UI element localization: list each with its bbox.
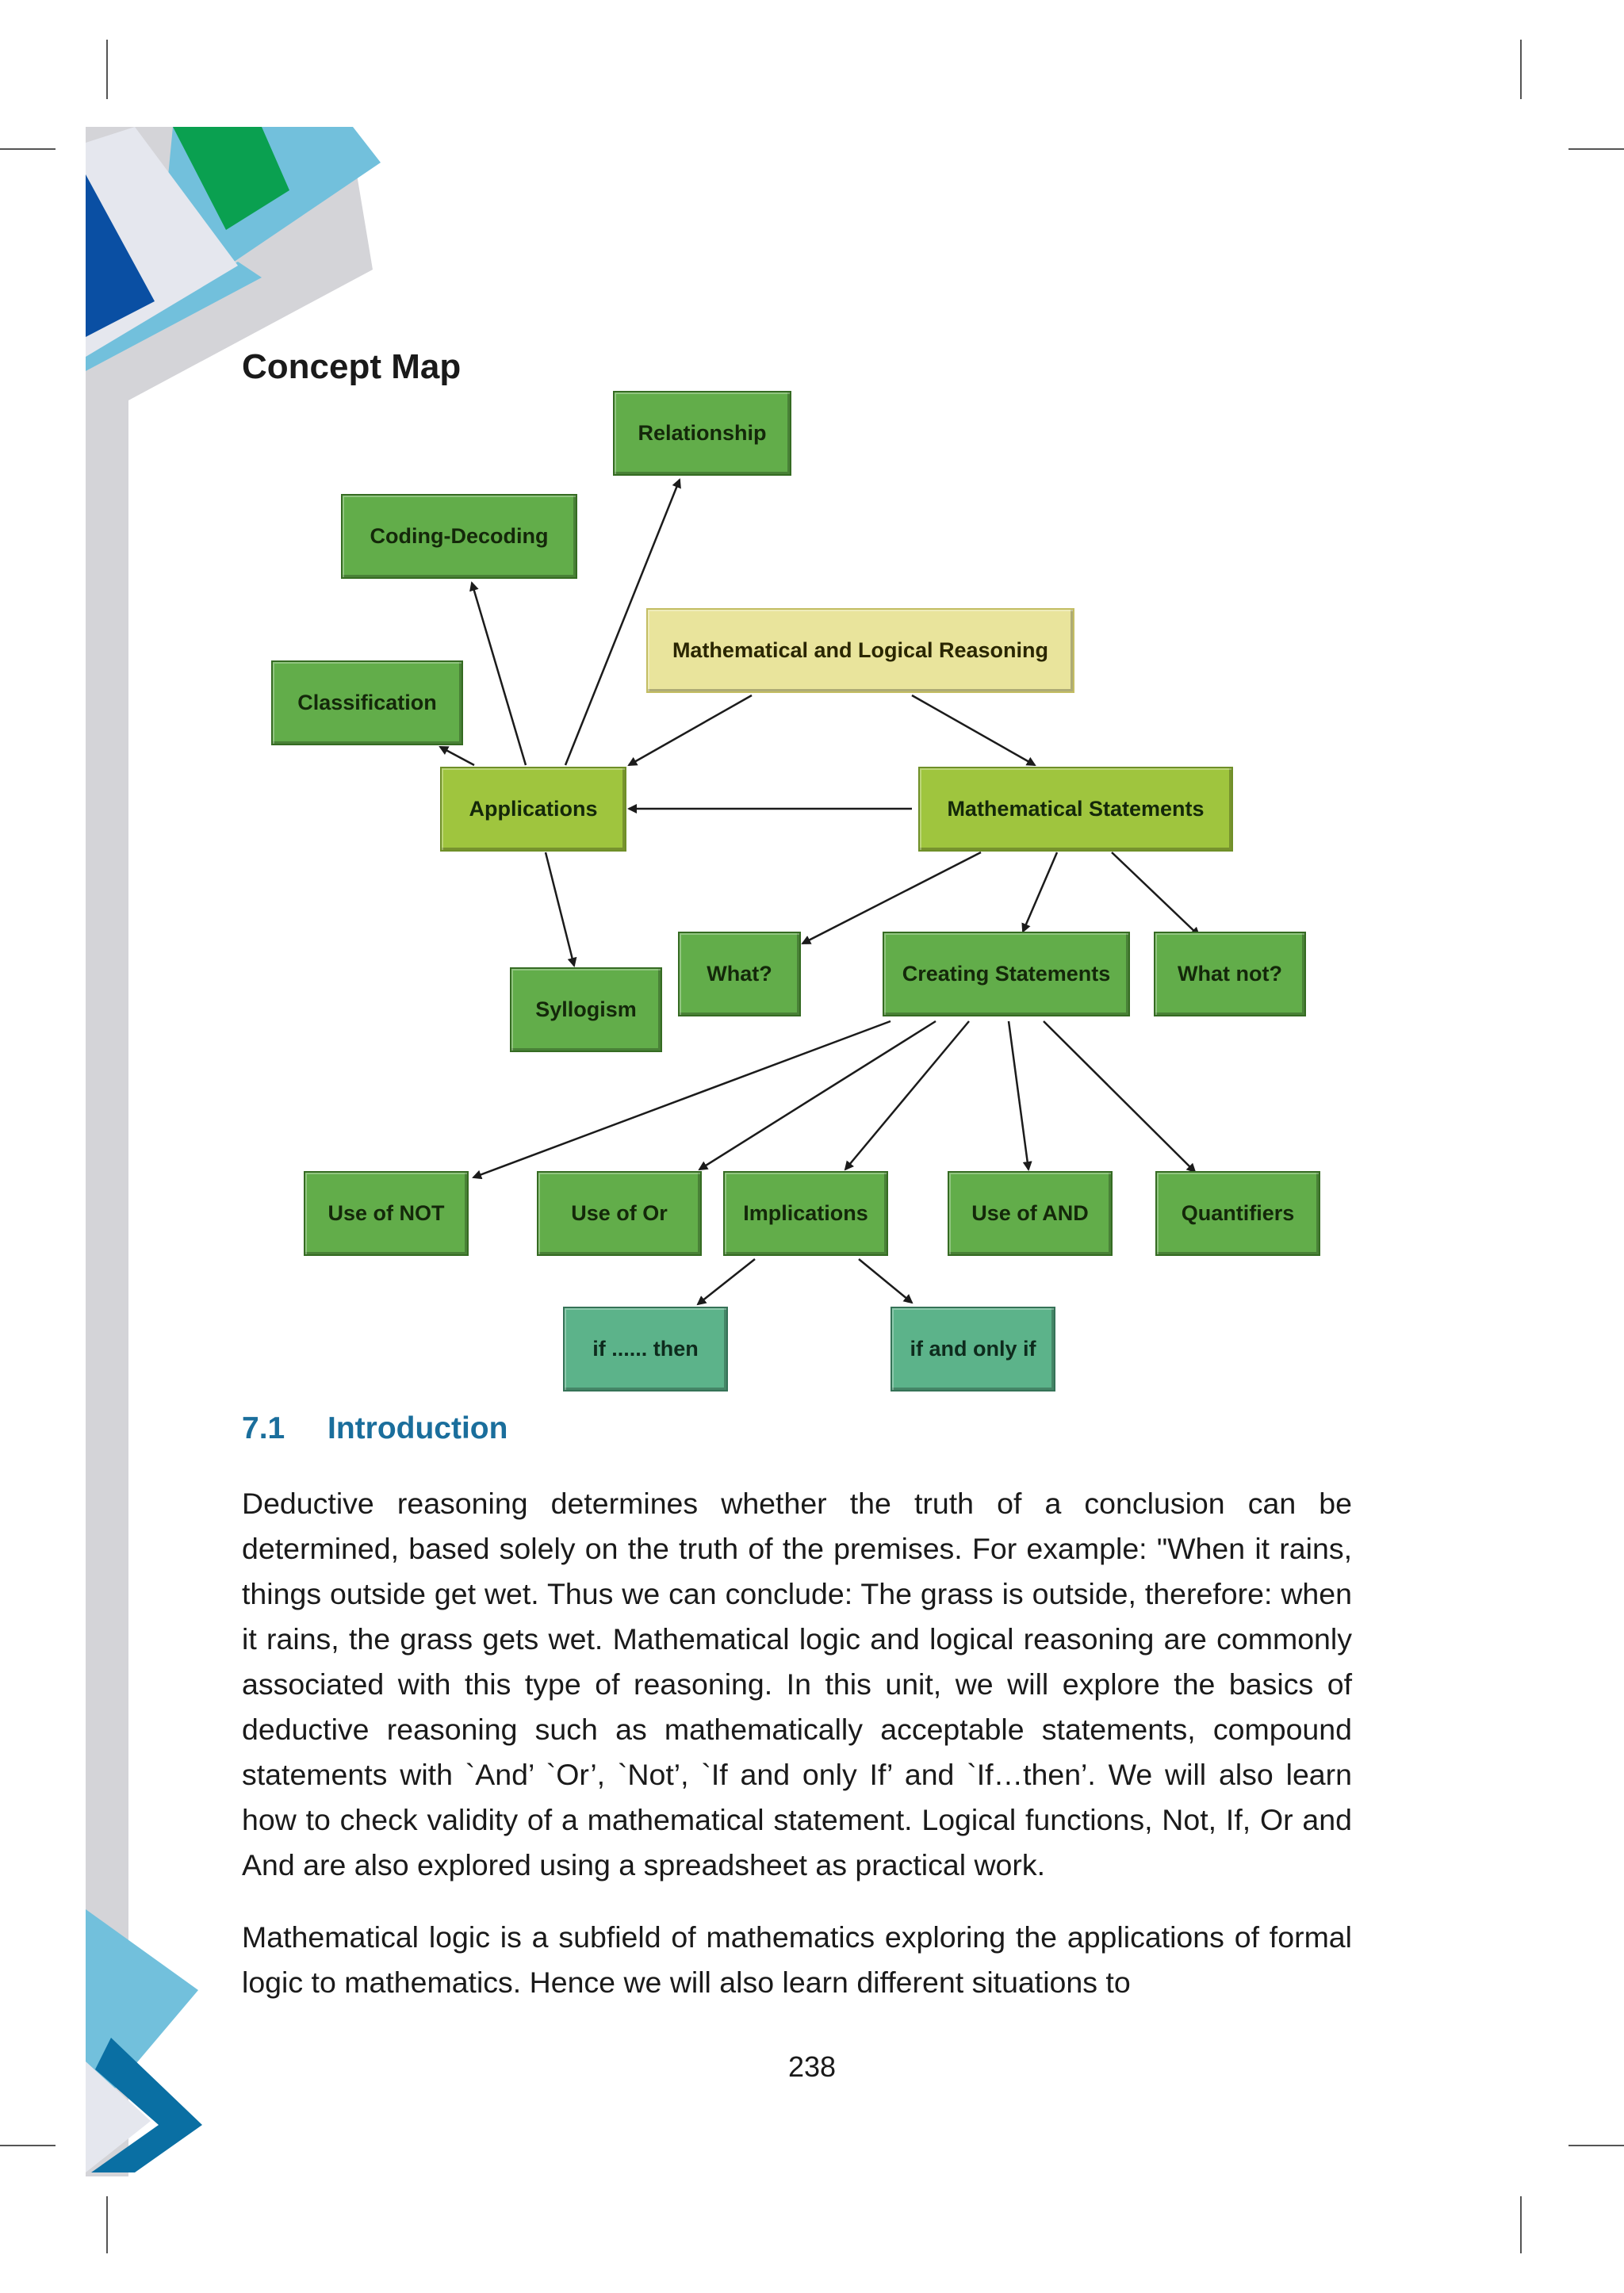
node-use-of-not: Use of NOT (304, 1171, 469, 1256)
edge-implications-to-if-and-only-if (858, 1258, 914, 1304)
corner-ribbon-cyan-2 (86, 262, 262, 371)
edge-math-statements-to-what-not (1111, 852, 1201, 937)
bottom-chevron-light (86, 2061, 151, 2172)
edge-applications-to-classification (439, 745, 475, 767)
node-use-of-or: Use of Or (537, 1171, 702, 1256)
paragraph-1: Deductive reasoning determines whether t… (242, 1487, 1352, 1881)
node-applications: Applications (440, 767, 626, 852)
corner-ribbon-blue (86, 174, 155, 337)
edge-creating-to-implications (844, 1020, 970, 1171)
node-syllogism: Syllogism (510, 967, 662, 1052)
crop-marks (0, 40, 1624, 2253)
node-what-not: What not? (1154, 932, 1306, 1016)
bottom-chevron-blue (91, 2038, 202, 2172)
corner-ribbon-green (173, 127, 289, 230)
section-title: Introduction (327, 1411, 508, 1445)
node-use-of-and: Use of AND (948, 1171, 1113, 1256)
edge-reasoning-to-math-statements (911, 694, 1036, 767)
section-number: 7.1 (242, 1411, 285, 1445)
edge-math-statements-to-creating-statements (1021, 852, 1059, 933)
node-coding-decoding: Coding-Decoding (341, 494, 577, 579)
section-heading: 7.1 Introduction (242, 1411, 508, 1446)
edge-applications-to-syllogism (544, 852, 577, 967)
page-number: 238 (787, 2050, 837, 2083)
node-creating-statements: Creating Statements (883, 932, 1130, 1016)
edge-applications-to-relationship (564, 478, 681, 766)
node-mathematical-and-logical-reasoning: Mathematical and Logical Reasoning (646, 608, 1074, 693)
node-implications: Implications (723, 1171, 888, 1256)
node-if-then: if ...... then (563, 1307, 728, 1391)
paragraph-2: Mathematical logic is a subfield of math… (242, 1920, 1352, 1999)
edge-applications-to-coding-decoding (469, 581, 527, 766)
node-what: What? (678, 932, 801, 1016)
edge-math-statements-to-what (801, 851, 982, 945)
edge-creating-to-use-of-not (472, 1020, 891, 1180)
node-mathematical-statements: Mathematical Statements (918, 767, 1233, 852)
node-relationship: Relationship (613, 391, 791, 476)
node-if-and-only-if: if and only if (891, 1307, 1055, 1391)
edge-creating-to-quantifiers (1043, 1020, 1197, 1173)
node-quantifiers: Quantifiers (1155, 1171, 1320, 1256)
edge-creating-to-use-of-and (1007, 1020, 1032, 1171)
concept-map-heading: Concept Map (242, 347, 462, 386)
edge-reasoning-to-applications (627, 694, 753, 767)
node-classification: Classification (271, 660, 463, 745)
edge-creating-to-use-of-or (698, 1020, 936, 1171)
edge-implications-to-if-then (696, 1258, 756, 1306)
left-margin-stripe (86, 127, 128, 2176)
